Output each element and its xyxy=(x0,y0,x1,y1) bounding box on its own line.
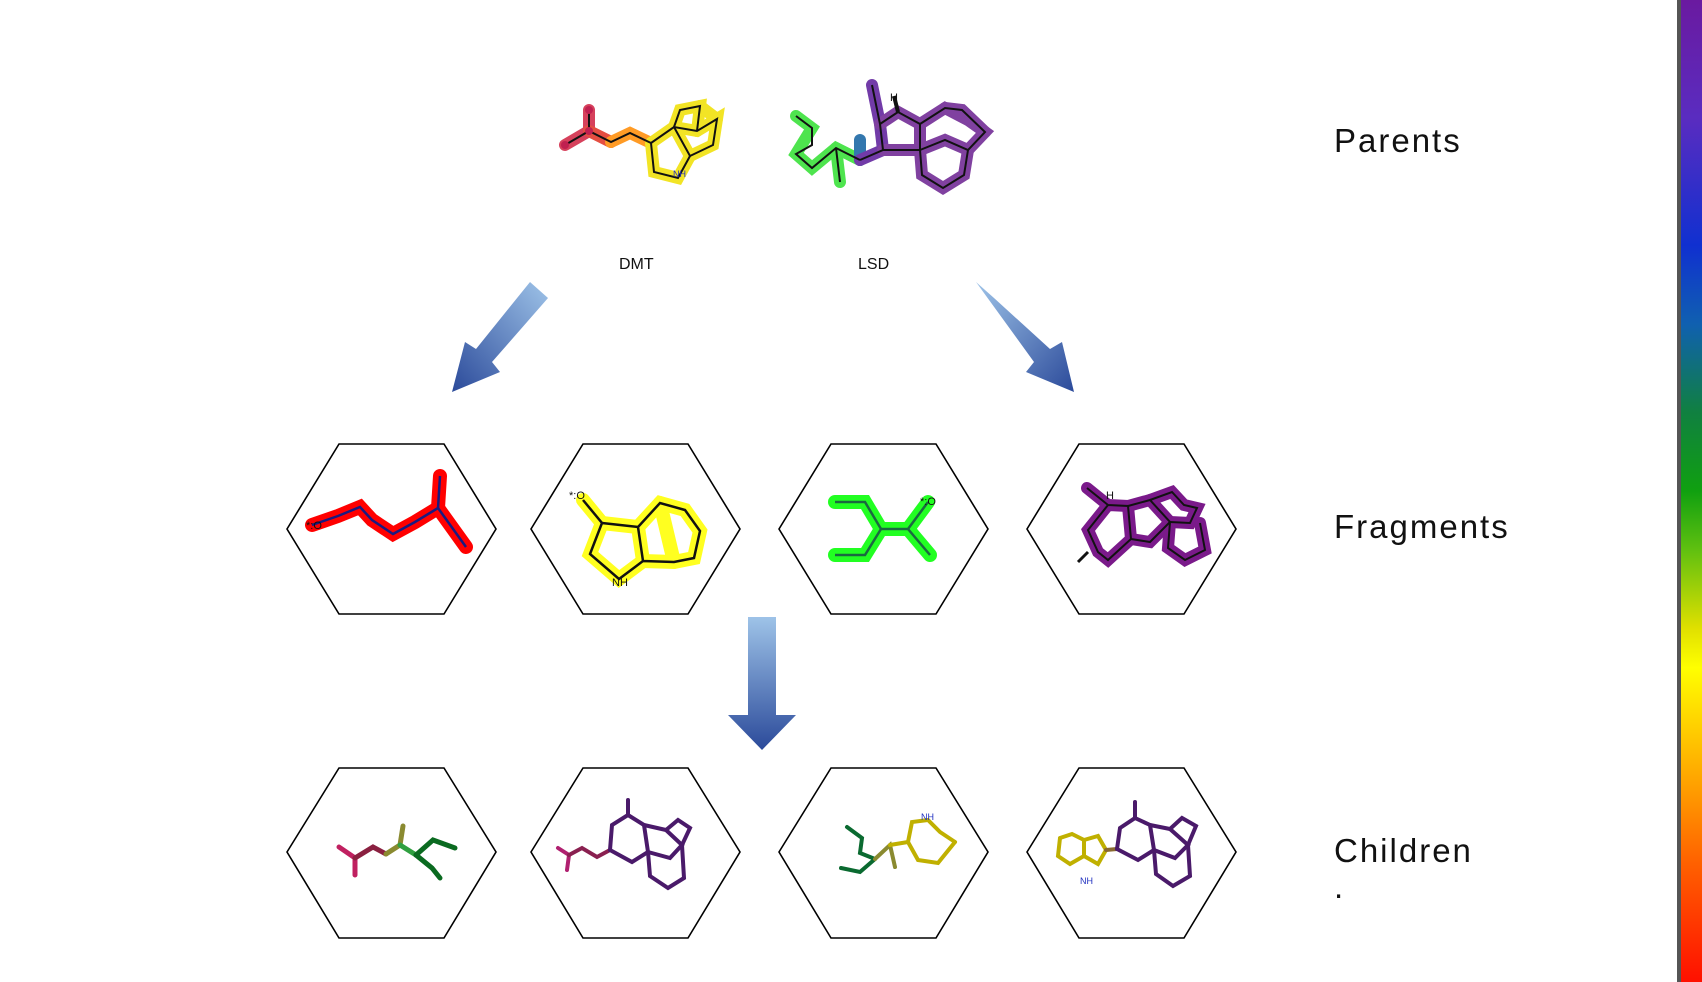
child-hexagon-1 xyxy=(286,767,497,939)
dmt-nh-label: NH xyxy=(673,169,686,179)
fragment-hexagon-lsd-amide: *:O xyxy=(778,443,989,615)
arrow-down-right-icon xyxy=(976,282,1074,392)
rainbow-spectrum-bar xyxy=(1680,0,1702,982)
lsd-h-label: H xyxy=(890,92,898,104)
fragment-hexagon-dmt-amine: *:O xyxy=(286,443,497,615)
fragment-hexagon-dmt-indole: *:O NH xyxy=(530,443,741,615)
ergoline-h-label: H xyxy=(1106,490,1114,502)
amide-attach-point-label: *:O xyxy=(920,496,936,508)
fragments-label: Fragments xyxy=(1334,508,1510,545)
arrow-down-icon xyxy=(728,617,796,750)
lsd-name-label: LSD xyxy=(858,256,889,273)
child3-nh-label: NH xyxy=(921,812,934,822)
children-dot: . xyxy=(1334,868,1345,905)
child-hexagon-3: NH xyxy=(778,767,989,939)
indole-attach-point-label: *:O xyxy=(569,490,585,502)
child-hexagon-2 xyxy=(530,767,741,939)
fragment-attach-point-label: *:O xyxy=(306,520,322,532)
spectrum-bar-edge xyxy=(1677,0,1681,982)
dmt-name-label: DMT xyxy=(619,256,654,273)
lsd-parent-molecule: H xyxy=(788,79,995,196)
children-label: Children xyxy=(1334,832,1473,869)
arrow-down-left-icon xyxy=(452,282,548,392)
parents-label: Parents xyxy=(1334,122,1462,159)
child4-nh-label: NH xyxy=(1080,876,1093,886)
indole-nh-label: NH xyxy=(612,577,628,589)
child-hexagon-4: NH xyxy=(1026,767,1237,939)
fragment-hexagon-lsd-ergoline: H xyxy=(1026,443,1237,615)
dmt-parent-molecule: NH xyxy=(559,98,725,185)
